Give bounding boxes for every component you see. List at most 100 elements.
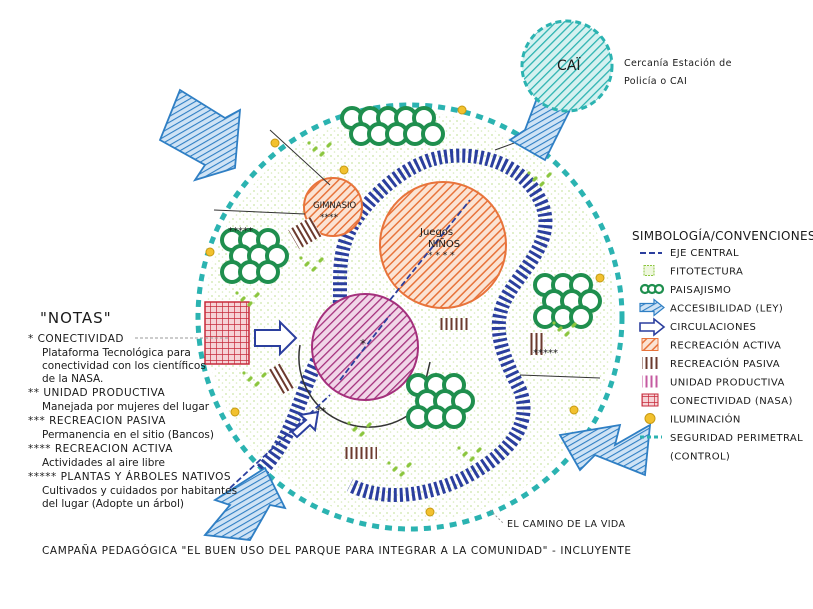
light-icon	[457, 105, 467, 115]
grass-dot	[406, 464, 410, 468]
grass-dot	[240, 298, 244, 302]
notes-title: "NOTAS"	[40, 309, 112, 327]
camino-label: EL CAMINO DE LA VIDA	[507, 519, 625, 530]
light-icon	[595, 273, 605, 283]
grass-dot	[564, 333, 568, 337]
central-axis	[339, 314, 391, 381]
note-heading: ***** PLANTAS Y ÁRBOLES NATIVOS	[28, 470, 231, 483]
note-body-line: Permanencia en el sitio (Bancos)	[42, 429, 214, 441]
light-icon	[205, 247, 215, 257]
access-arrow-right	[558, 423, 652, 477]
legend-item-label: UNIDAD PRODUCTIVA	[670, 378, 785, 389]
grass-dot	[476, 449, 480, 453]
connector-line	[213, 209, 306, 215]
juegos-label-1: Juegos	[419, 227, 453, 238]
light-icon	[339, 165, 349, 175]
light-icon	[569, 405, 579, 415]
note-body-line: conectividad con los científicos	[42, 360, 206, 372]
note-heading: *** RECREACION PASIVA	[28, 415, 166, 427]
central-axis	[229, 394, 331, 489]
light-icon	[270, 138, 280, 148]
legend-item-label: RECREACIÓN ACTIVA	[670, 339, 781, 352]
grass-dot	[527, 171, 531, 175]
legend-item: ILUMINACIÓN	[644, 413, 741, 426]
green-marks: **	[316, 406, 326, 417]
bench	[440, 318, 470, 330]
note-heading: **** RECREACION ACTIVA	[28, 443, 173, 455]
legend-item: UNIDAD PRODUCTIVA	[642, 375, 785, 389]
legend-item-label: SEGURIDAD PERIMETRAL	[670, 433, 803, 444]
cai-note-line-1: Cercanía Estación de	[624, 58, 732, 69]
legend-item-label: PAISAJISMO	[670, 285, 731, 296]
legend-item: RECREACIÓN ACTIVA	[641, 338, 781, 352]
gimnasio-label: GIMNASIO	[313, 201, 357, 211]
grass-dot	[254, 383, 258, 387]
grass-dot	[312, 148, 316, 152]
legend-item-label: CIRCULACIONES	[670, 322, 756, 333]
central-axis	[389, 199, 471, 301]
dots-square-icon	[643, 265, 655, 276]
grass-dot	[319, 153, 323, 157]
legend-item: SEGURIDAD PERIMETRAL	[640, 433, 803, 444]
bench	[288, 216, 322, 250]
grass-dot	[387, 461, 391, 465]
grass-patches	[235, 141, 577, 477]
grass-dot	[299, 256, 303, 260]
cai-note-line-2: Policía o CAI	[624, 76, 687, 87]
stars-right: *****	[533, 348, 558, 359]
legend: EJE CENTRAL FITOTECTURA PAISAJISMO ACCESIBI…	[639, 248, 803, 463]
grass-dot	[557, 328, 561, 332]
circulation-arrow	[290, 410, 320, 439]
bench	[345, 447, 377, 459]
legend-item: CIRCULACIONES	[639, 317, 756, 337]
tree-icon	[569, 305, 593, 329]
campaign-caption: CAMPAÑA PEDAGÓGICA "EL BUEN USO DEL PARQ…	[42, 544, 632, 557]
tree-icon	[421, 122, 445, 146]
grass-dot	[261, 374, 265, 378]
grass-dot	[242, 371, 246, 375]
legend-item-label: ILUMINACIÓN	[670, 413, 741, 426]
tree-clusters-icon	[653, 283, 665, 295]
grass-dot	[532, 178, 536, 182]
hatched-arrow-icon	[639, 298, 665, 317]
note-body-line: de la NASA.	[42, 373, 103, 385]
camino-pointer	[489, 509, 504, 524]
grass-dot	[326, 144, 330, 148]
grass-dot	[235, 291, 239, 295]
grass-dot	[546, 174, 550, 178]
yellow-dot-icon	[644, 413, 656, 424]
legend-item-label: RECREACIÓN PASIVA	[670, 357, 780, 370]
legend-item-label: EJE CENTRAL	[670, 248, 739, 259]
grass-dot	[347, 421, 351, 425]
note-body-line: Cultivados y cuidados por habitantes	[42, 485, 237, 497]
note-heading: * CONECTIVIDAD	[28, 333, 124, 345]
note-body-line: Plataforma Tecnológica para	[42, 347, 191, 359]
connector-line	[519, 374, 601, 379]
grass-dot	[469, 458, 473, 462]
legend-title: SIMBOLOGÍA/CONVENCIONES	[632, 228, 813, 243]
light-icon	[425, 507, 435, 517]
grass-dot	[352, 428, 356, 432]
note-body-line: Manejada por mujeres del lugar	[42, 401, 210, 413]
legend-item: FITOTECTURA	[643, 265, 743, 278]
grass-dot	[311, 268, 315, 272]
grass-dot	[366, 424, 370, 428]
grass-dot	[399, 473, 403, 477]
juegos-ninos-zone	[379, 181, 507, 309]
grass-dot	[247, 303, 251, 307]
juegos-marks: * * * *	[428, 251, 455, 261]
red-grid-icon	[641, 393, 659, 407]
cai-label: CAÏ	[557, 56, 581, 74]
legend-item: PAISAJISMO	[639, 283, 731, 296]
cai-circle	[520, 19, 614, 113]
grass-dot	[552, 321, 556, 325]
light-icon	[230, 407, 240, 417]
note-body-line: Actividades al aire libre	[42, 457, 165, 469]
legend-item-label: ACCESIBILIDAD (LEY)	[670, 304, 783, 315]
center-marks: *	[360, 337, 366, 351]
legend-item-label: FITOTECTURA	[670, 267, 743, 278]
iluminacion-points	[205, 105, 605, 517]
grass-dot	[392, 468, 396, 472]
access-arrow-bottom	[203, 466, 287, 541]
